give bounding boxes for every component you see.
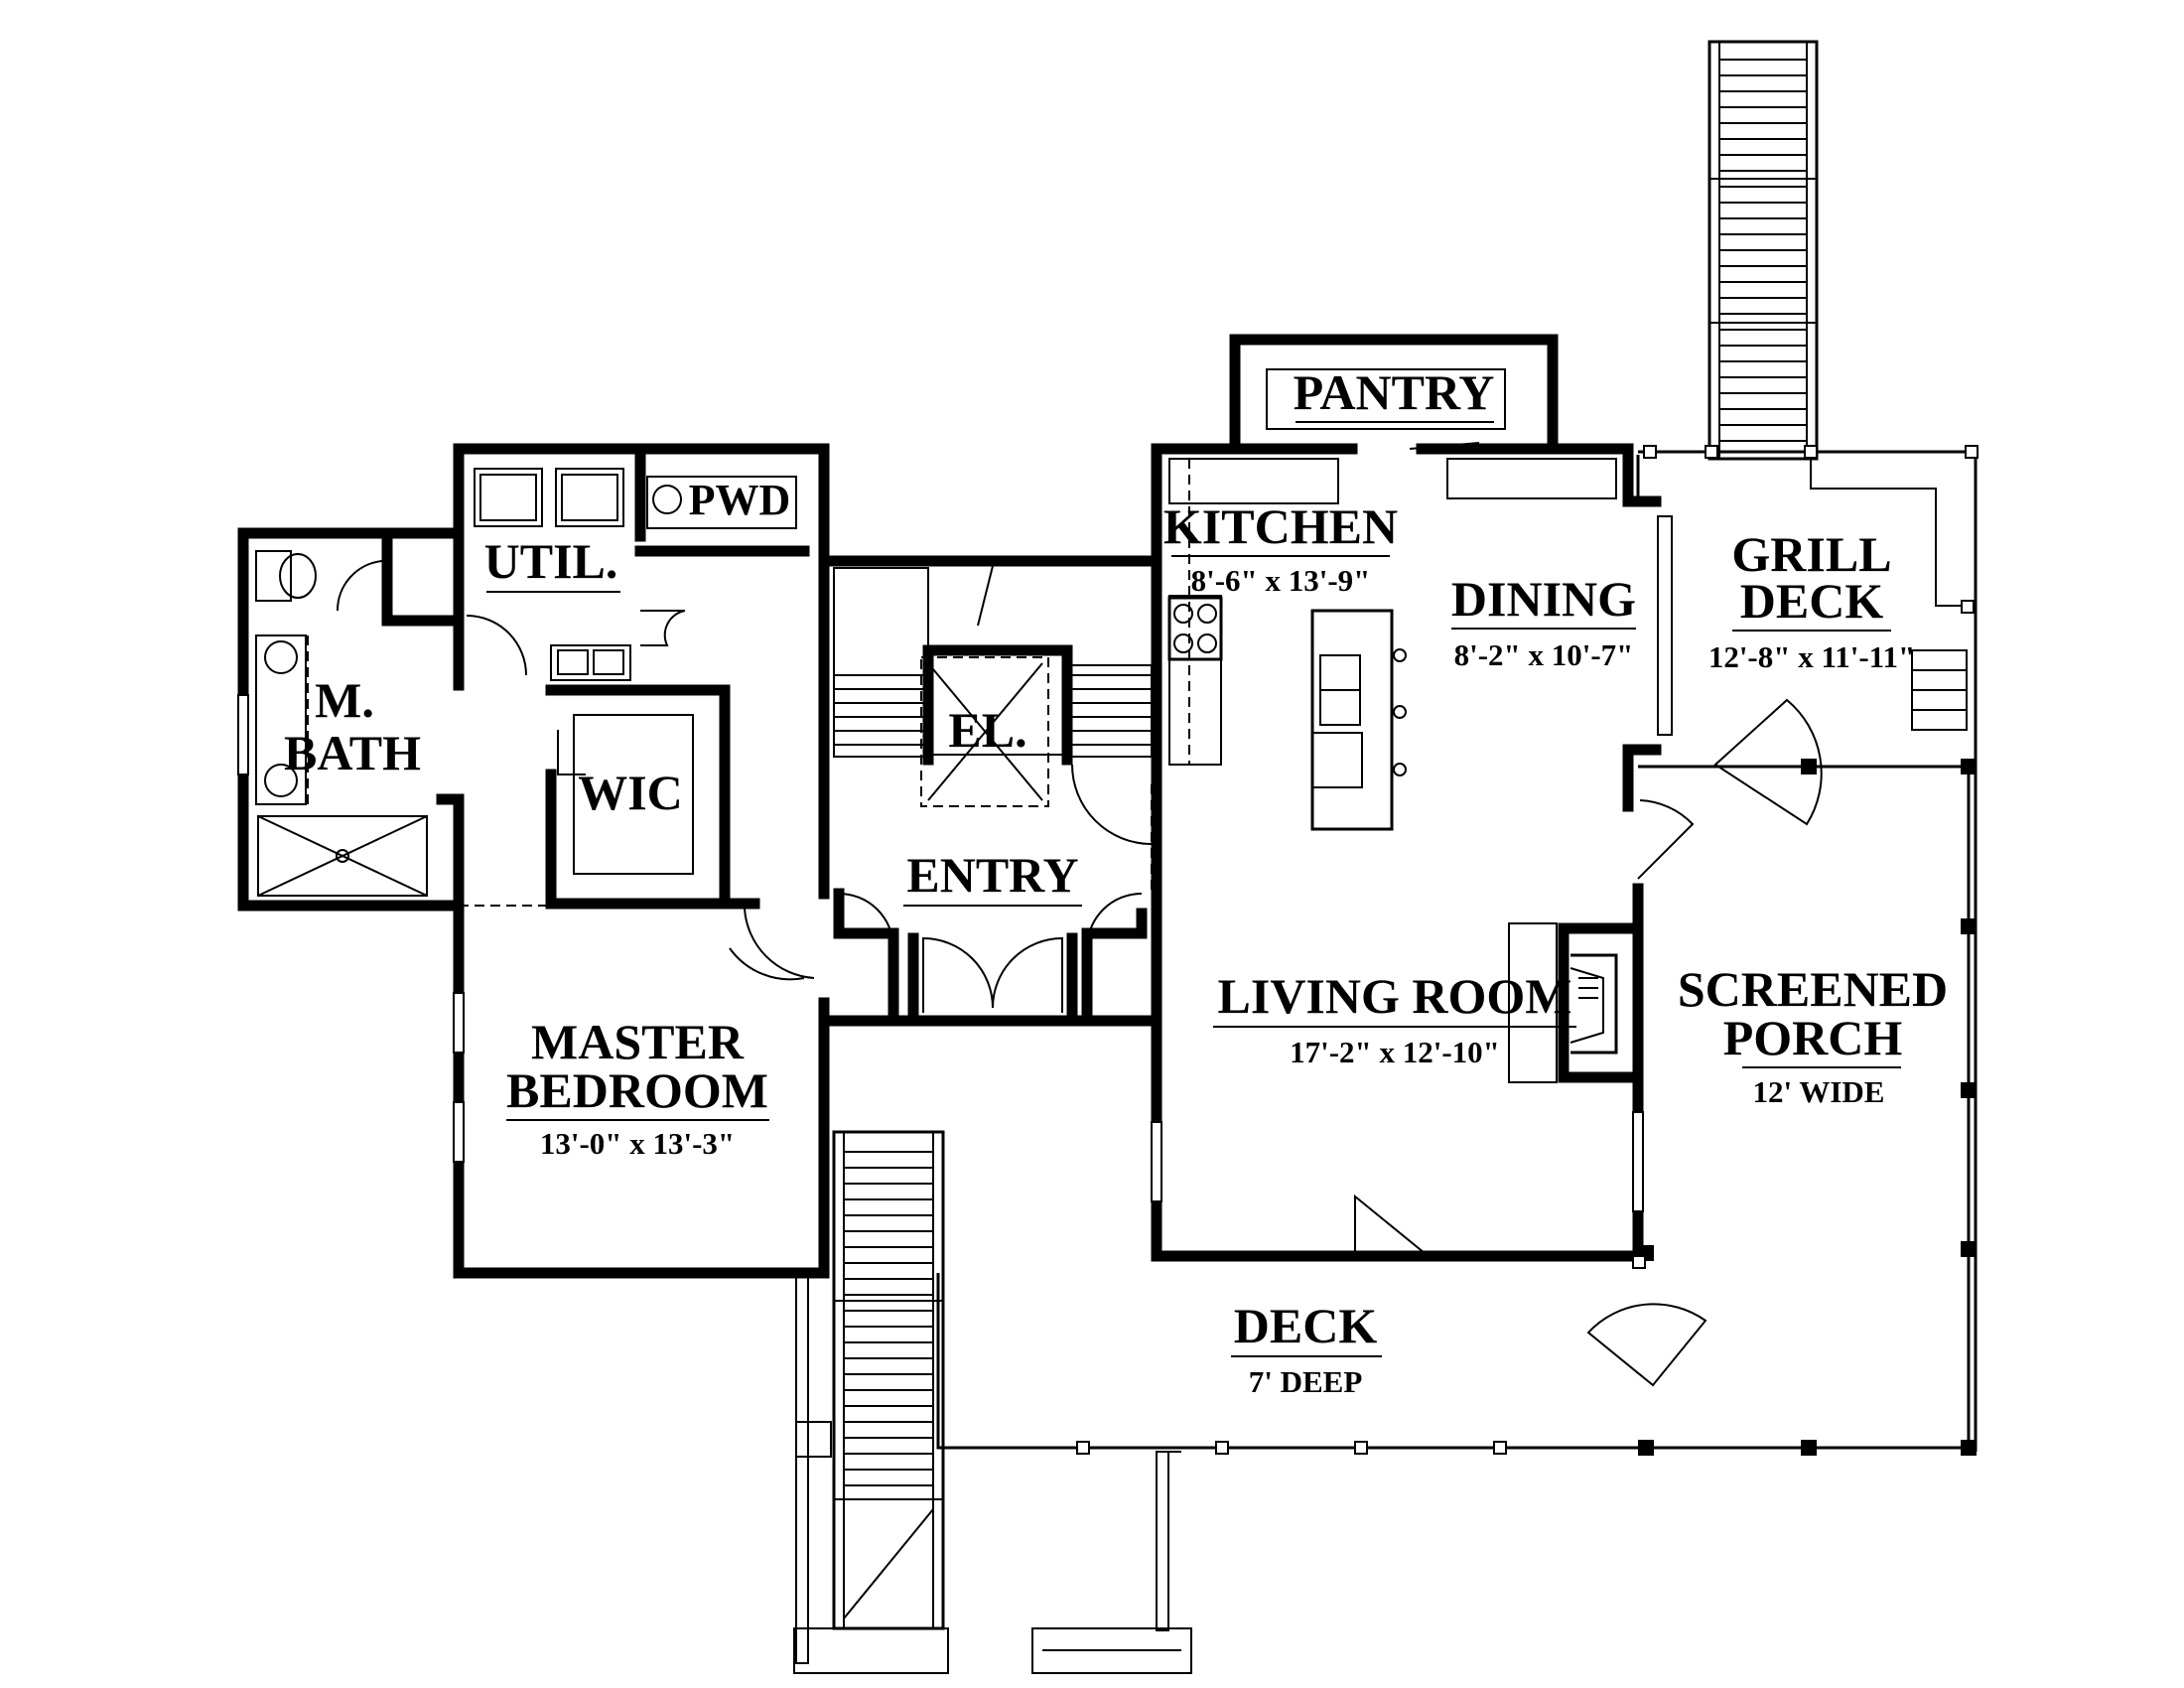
south-stair bbox=[793, 1130, 1192, 1674]
screened-porch-size: 12' WIDE bbox=[1753, 1074, 1885, 1109]
grill-deck bbox=[1636, 445, 1979, 1452]
master-bath-label-line2: BATH bbox=[284, 725, 421, 780]
grill-deck-size: 12'-8" x 11'-11" bbox=[1708, 639, 1915, 674]
deck-size: 7' DEEP bbox=[1249, 1364, 1363, 1399]
master-bedroom-label-line1: MASTER bbox=[531, 1014, 745, 1069]
elevator-shaft bbox=[920, 656, 1049, 807]
screened-porch-label-line2: PORCH bbox=[1723, 1010, 1903, 1065]
entry-label: ENTRY bbox=[906, 847, 1078, 903]
grill-deck-label-line2: DECK bbox=[1740, 573, 1884, 629]
pantry-label: PANTRY bbox=[1294, 364, 1495, 420]
wic-label: WIC bbox=[578, 765, 683, 820]
deck-label: DECK bbox=[1234, 1298, 1378, 1353]
stair-flights bbox=[833, 565, 1153, 758]
grill-deck-label-line1: GRILL bbox=[1731, 526, 1891, 582]
elevator-label: EL. bbox=[948, 702, 1026, 758]
main-block-walls bbox=[1151, 443, 1673, 1262]
master-bedroom-size: 13'-0" x 13'-3" bbox=[540, 1126, 735, 1161]
deck bbox=[936, 1255, 1646, 1455]
living-room-size: 17'-2" x 12'-10" bbox=[1290, 1035, 1500, 1069]
north-stair bbox=[1707, 40, 1819, 461]
dining-label: DINING bbox=[1451, 571, 1636, 627]
pwd-label: PWD bbox=[689, 476, 791, 524]
core-walls bbox=[818, 555, 1162, 1272]
range-icon bbox=[1167, 596, 1223, 661]
util-label: UTIL. bbox=[484, 533, 618, 589]
kitchen-size: 8'-6" x 13'-9" bbox=[1191, 563, 1371, 598]
entry-doors[interactable] bbox=[838, 764, 1153, 1013]
fireplace bbox=[1508, 922, 1634, 1083]
dining-size: 8'-2" x 10'-7" bbox=[1454, 637, 1634, 672]
utility-fixtures bbox=[466, 468, 805, 981]
kitchen-label: KITCHEN bbox=[1163, 498, 1398, 554]
island bbox=[1310, 609, 1407, 831]
master-bath-walls bbox=[237, 527, 465, 912]
kitchen-fixtures bbox=[1167, 458, 1617, 831]
master-bedroom-label-line2: BEDROOM bbox=[506, 1062, 768, 1118]
west-wing-walls bbox=[453, 443, 830, 1279]
screened-porch bbox=[1586, 698, 1977, 1456]
master-bath-label-line1: M. bbox=[315, 672, 374, 728]
living-room-label: LIVING ROOM bbox=[1218, 968, 1572, 1024]
screened-porch-label-line1: SCREENED bbox=[1678, 961, 1948, 1017]
master-bedroom-walls bbox=[453, 905, 815, 1163]
living-door[interactable] bbox=[1354, 1194, 1426, 1254]
